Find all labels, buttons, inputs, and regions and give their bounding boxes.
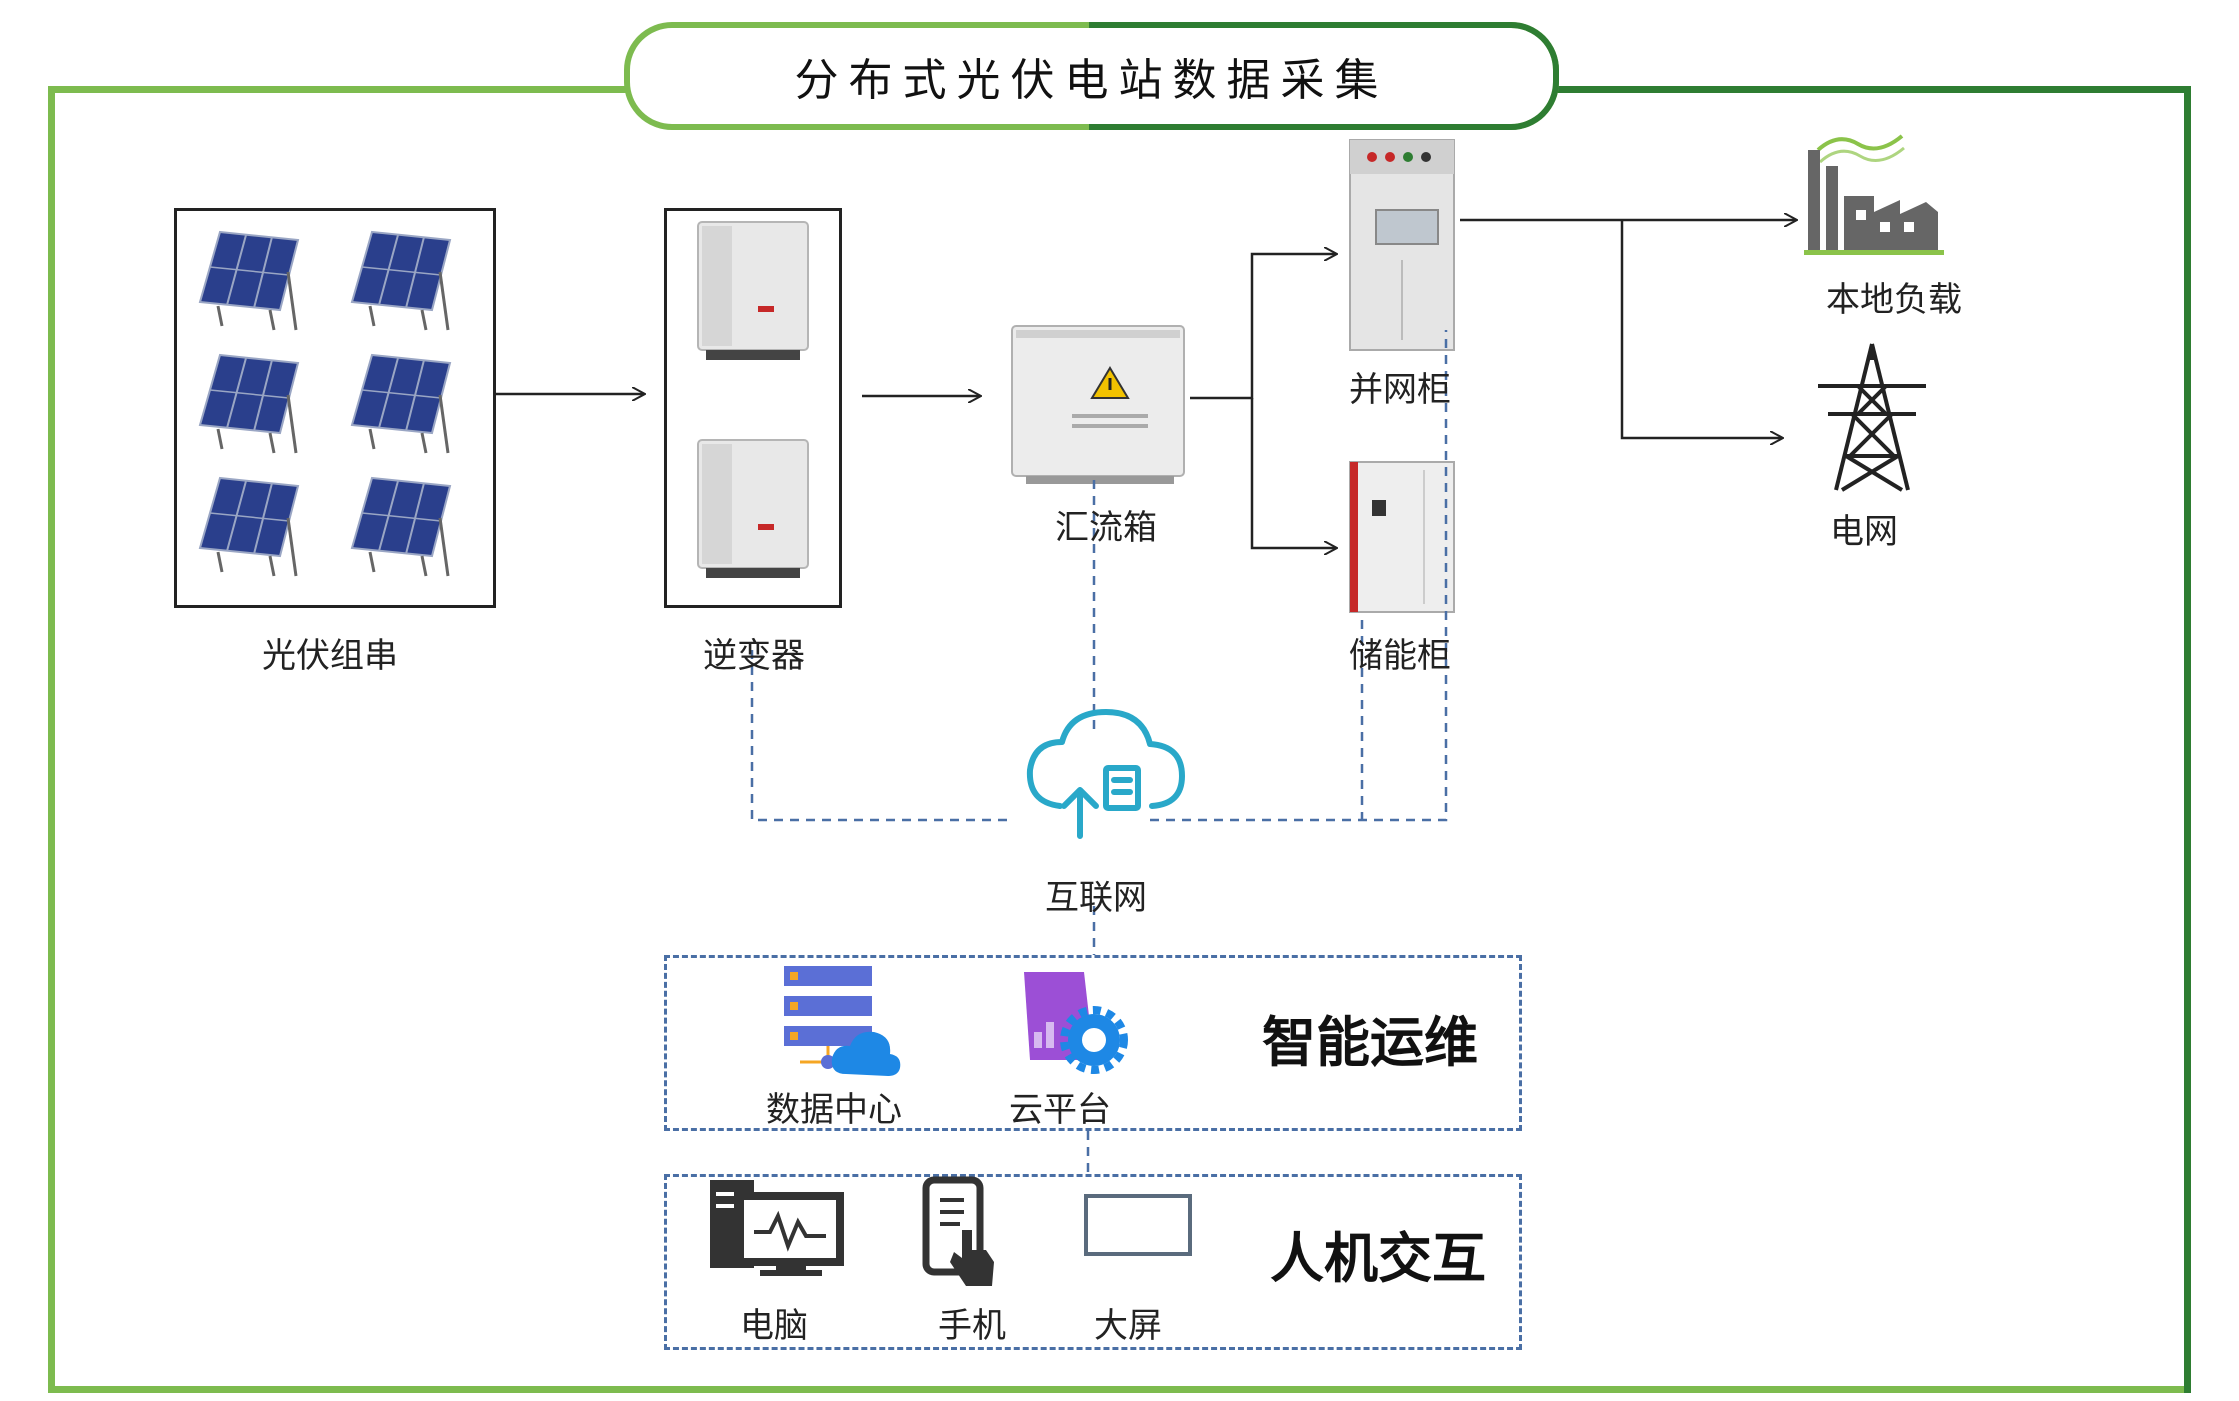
data-center-label: 数据中心 bbox=[766, 1090, 902, 1130]
power-flow-arrows bbox=[494, 220, 1796, 548]
diagram-title: 分布式光伏电站数据采集 bbox=[794, 55, 1389, 106]
storage-cabinet-label: 储能柜 bbox=[1349, 636, 1451, 676]
data-center-icon bbox=[784, 966, 901, 1076]
internet-label: 互联网 bbox=[1045, 878, 1147, 918]
cloud-platform-label: 云平台 bbox=[1009, 1090, 1111, 1130]
solar-panel-array-icon bbox=[198, 230, 452, 578]
inverter-icon bbox=[697, 221, 809, 579]
grid-cabinet-icon bbox=[1349, 139, 1455, 351]
cloud-icon bbox=[1026, 709, 1185, 839]
phone-icon bbox=[922, 1176, 994, 1286]
data-links bbox=[750, 330, 1448, 1174]
computer-icon bbox=[710, 1180, 844, 1276]
factory-icon bbox=[1804, 134, 1944, 255]
smart-ops-group bbox=[664, 955, 1522, 1131]
hmi-title: 人机交互 bbox=[1270, 1227, 1486, 1290]
storage-cabinet-icon bbox=[1349, 461, 1455, 613]
outer-frame-accent bbox=[1550, 86, 2191, 1393]
power-grid-label: 电网 bbox=[1830, 512, 1898, 552]
hmi-group bbox=[664, 1174, 1522, 1350]
big-screen-label: 大屏 bbox=[1094, 1306, 1162, 1346]
computer-label: 电脑 bbox=[740, 1306, 808, 1346]
pv-string-label: 光伏组串 bbox=[262, 636, 398, 676]
inverter-label: 逆变器 bbox=[703, 636, 805, 676]
combiner-box-label: 汇流箱 bbox=[1055, 508, 1157, 548]
local-load-label: 本地负载 bbox=[1826, 280, 1962, 320]
phone-label: 手机 bbox=[938, 1306, 1006, 1346]
smart-ops-title: 智能运维 bbox=[1262, 1011, 1478, 1074]
cloud-platform-icon bbox=[1024, 972, 1128, 1074]
combiner-box-icon bbox=[1011, 325, 1185, 484]
power-tower-icon bbox=[1818, 343, 1926, 492]
grid-cabinet-label: 并网柜 bbox=[1349, 370, 1451, 410]
big-screen-icon bbox=[1084, 1194, 1192, 1256]
